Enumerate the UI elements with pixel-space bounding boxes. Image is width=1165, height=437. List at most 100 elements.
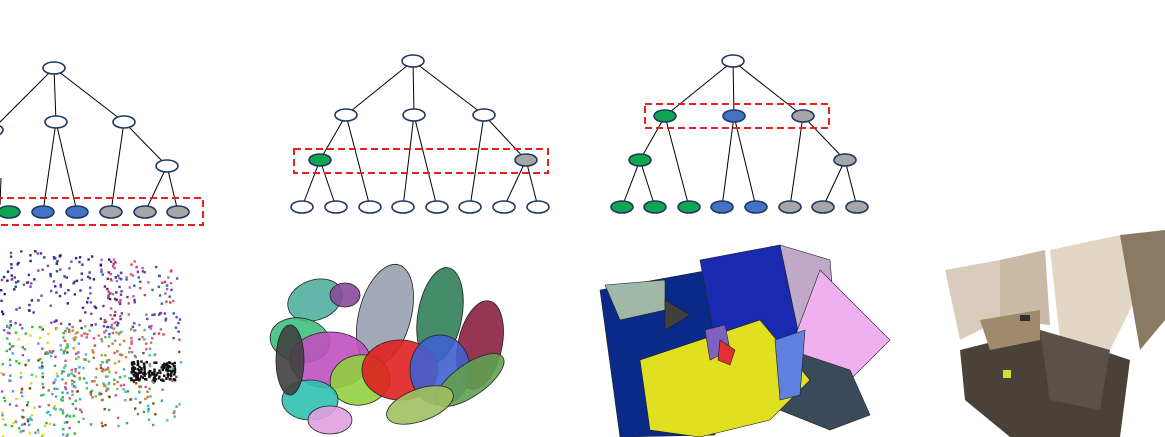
point xyxy=(133,301,136,304)
point xyxy=(158,312,162,315)
point xyxy=(0,299,3,302)
point xyxy=(34,250,37,253)
point xyxy=(3,329,6,332)
point xyxy=(1,418,5,421)
point xyxy=(114,261,117,264)
point xyxy=(53,364,57,367)
point xyxy=(14,285,17,288)
point xyxy=(37,342,40,345)
point xyxy=(120,290,123,293)
point xyxy=(100,268,103,271)
point xyxy=(141,336,144,339)
point xyxy=(27,273,30,277)
point xyxy=(101,398,104,401)
point xyxy=(104,375,108,378)
point xyxy=(143,367,146,371)
point xyxy=(107,345,110,348)
point xyxy=(17,280,20,283)
point xyxy=(103,331,106,334)
point xyxy=(74,407,78,410)
point xyxy=(54,355,57,358)
point xyxy=(77,355,80,359)
point xyxy=(73,346,76,350)
point xyxy=(21,423,24,426)
tree-node xyxy=(833,153,857,167)
point xyxy=(61,412,65,415)
point xyxy=(143,328,146,332)
point xyxy=(68,415,72,418)
point xyxy=(30,373,34,376)
point xyxy=(94,323,97,326)
point xyxy=(26,420,30,423)
point xyxy=(85,387,88,390)
point xyxy=(111,326,114,329)
point xyxy=(86,297,90,300)
tree-node xyxy=(425,200,449,214)
point xyxy=(169,270,173,273)
point xyxy=(101,368,104,371)
point xyxy=(170,288,173,292)
point xyxy=(47,352,50,355)
point xyxy=(157,377,161,380)
point xyxy=(154,378,158,381)
tree-node xyxy=(402,108,426,122)
point xyxy=(94,395,97,398)
point xyxy=(165,288,169,291)
point xyxy=(26,418,30,421)
point xyxy=(118,277,121,280)
point xyxy=(64,329,67,333)
tree-node xyxy=(391,200,415,214)
point xyxy=(6,279,9,282)
point xyxy=(143,365,146,368)
point xyxy=(103,407,106,411)
point xyxy=(64,359,67,362)
point xyxy=(27,359,30,362)
point xyxy=(155,373,158,376)
point xyxy=(150,371,154,375)
point xyxy=(135,378,138,381)
point xyxy=(127,302,130,305)
point xyxy=(66,345,70,348)
point xyxy=(130,350,134,354)
point xyxy=(8,348,12,351)
point xyxy=(40,326,44,329)
point xyxy=(152,373,156,376)
point xyxy=(161,281,164,284)
point xyxy=(126,295,129,299)
point xyxy=(70,368,73,372)
point xyxy=(77,420,80,424)
point xyxy=(152,378,155,382)
point xyxy=(87,258,90,261)
tree-edge xyxy=(301,159,321,208)
point xyxy=(168,369,171,372)
point xyxy=(61,396,64,399)
point xyxy=(21,394,24,398)
highlight-box xyxy=(0,197,204,226)
point xyxy=(97,393,101,396)
point xyxy=(87,360,91,363)
point xyxy=(59,322,63,325)
point xyxy=(172,312,175,315)
point xyxy=(130,340,133,343)
point xyxy=(36,429,40,432)
point xyxy=(53,320,56,323)
point xyxy=(89,393,93,396)
point xyxy=(72,385,76,388)
point xyxy=(19,376,23,379)
textured-room-mesh xyxy=(945,230,1165,437)
point xyxy=(105,359,108,362)
point xyxy=(37,431,40,434)
point xyxy=(111,331,115,335)
point xyxy=(6,331,10,334)
point xyxy=(164,364,168,367)
point xyxy=(107,296,110,300)
point xyxy=(88,277,92,280)
point xyxy=(78,398,82,401)
point xyxy=(59,408,62,411)
point xyxy=(26,401,30,404)
point xyxy=(81,306,85,309)
point xyxy=(153,368,156,371)
point xyxy=(147,418,151,421)
point xyxy=(61,399,64,402)
point xyxy=(100,338,103,341)
